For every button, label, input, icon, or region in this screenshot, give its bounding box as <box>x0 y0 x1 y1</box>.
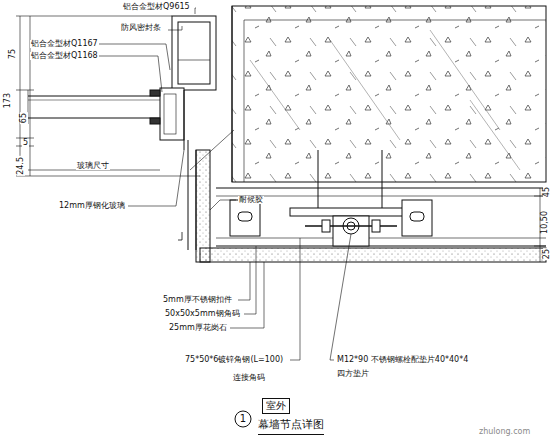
part-label: 耐候胶 <box>238 196 264 204</box>
part-label: 50x50x5mm钢角码 <box>164 310 241 318</box>
dimension: 65 <box>20 112 28 124</box>
drawing-title: 幕墙节点详图 <box>258 417 324 435</box>
part-label: 四方垫片 <box>336 370 370 378</box>
part-label: 75*50*6镀锌角钢(L=100) <box>184 356 284 364</box>
dimension: 玻璃尺寸 <box>76 162 110 170</box>
part-label: M12*90 不锈钢螺栓配垫片40*40*4 <box>336 356 469 364</box>
aluminium-profile <box>172 16 216 90</box>
part-label: 铝合金型材Q1167 <box>30 40 99 48</box>
dimension: 173 <box>4 92 12 109</box>
detail-number: 1 <box>234 410 252 428</box>
node-text: 室外 <box>263 399 289 413</box>
part-label: 铝合金型材Q9615 <box>122 3 191 11</box>
part-label: 防风密封条 <box>120 24 162 32</box>
embed-plate <box>290 208 410 216</box>
part-label: 铝合金型材Q1168 <box>30 52 99 60</box>
part-label: 5mm厚不锈钢扣件 <box>162 296 233 304</box>
dimension: 5 <box>22 139 29 147</box>
dimension: 10,50 <box>541 210 549 235</box>
part-label: 25mm厚花岗石 <box>168 324 228 332</box>
node-text: 1 <box>234 410 252 428</box>
steel-angle <box>333 216 369 246</box>
dimension: 25 <box>543 248 551 260</box>
dimension: 75 <box>9 48 17 60</box>
dimension: 45 <box>543 186 551 198</box>
watermark: zhulong.com <box>478 428 531 436</box>
part-label: 12mm厚钢化玻璃 <box>58 202 126 210</box>
dimension: 24.5 <box>17 156 25 176</box>
granite-panel <box>200 248 546 262</box>
part-label: 连接角码 <box>232 374 266 382</box>
location-box: 室外 <box>262 398 290 414</box>
concrete-wall <box>232 6 546 182</box>
